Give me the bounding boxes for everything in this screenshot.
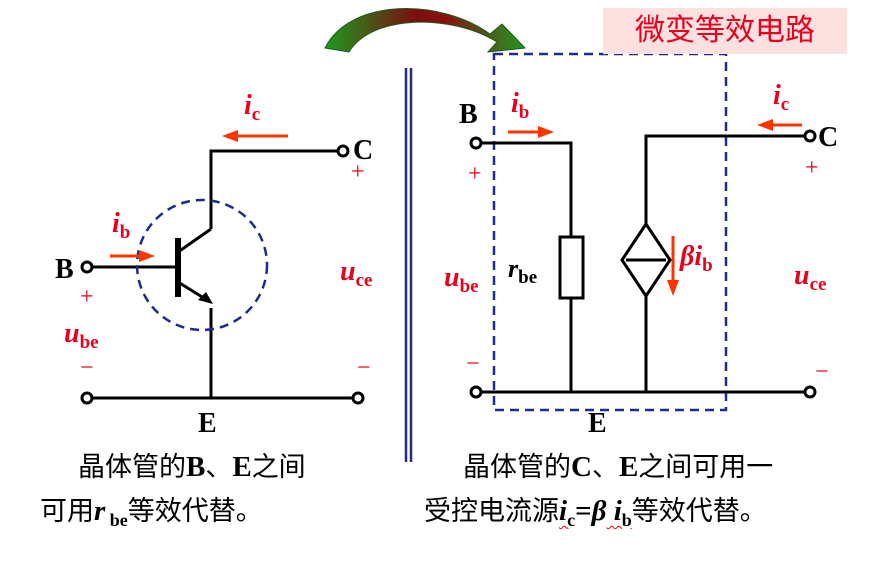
ube-label-right: ube (444, 262, 479, 297)
e-terminal-right (803, 385, 817, 399)
node-c-left: C (353, 135, 374, 166)
emitter-arrow-icon (198, 292, 213, 304)
node-e-right: E (588, 408, 607, 439)
node-c-right: C (818, 122, 839, 153)
beta-ib-arrow (667, 236, 679, 296)
plus-c-left: + (351, 159, 365, 185)
right-note-line1: 晶体管的C、E之间可用一 (463, 451, 774, 483)
minus-c-right: − (815, 359, 829, 385)
right-note-line2: 受控电流源ic=β ib等效代替。 (424, 495, 767, 530)
transistor-circuit (80, 144, 365, 405)
transistor-highlight-circle (135, 198, 269, 332)
node-e-left: E (198, 408, 217, 439)
minus-b-right: − (466, 351, 480, 377)
node-b-left: B (55, 254, 74, 285)
node-b-right: B (459, 99, 478, 130)
page-title: 微变等效电路 (603, 8, 847, 54)
equivalent-dashed-box (492, 52, 728, 412)
ib-arrow-right (508, 126, 554, 138)
uce-label-left: uce (340, 256, 373, 291)
minus-c-left: − (357, 355, 371, 381)
beta-ib-label: βib (680, 241, 713, 276)
ib-arrow-left (110, 250, 155, 262)
left-note-line2: 可用r be等效代替。 (40, 495, 263, 530)
base-terminal (80, 260, 94, 274)
collector-branch (177, 227, 212, 254)
collector-terminal (336, 144, 350, 158)
emitter-terminal-right (351, 391, 365, 405)
plus-b-right: + (468, 161, 482, 187)
b-wire (482, 141, 573, 237)
emitter-terminal-left (80, 391, 94, 405)
equivalent-circuit (469, 129, 817, 399)
ib-label-right: ib (511, 88, 530, 123)
rbe-resistor (558, 235, 585, 300)
b-terminal (469, 136, 483, 150)
ib-label-left: ib (112, 208, 131, 243)
minus-b-left: − (80, 355, 94, 381)
uce-label-right: uce (794, 260, 827, 295)
rbe-label: rbe (508, 254, 538, 288)
ic-arrow-left (222, 130, 288, 142)
plus-b-left: + (80, 284, 94, 310)
ic-label-left: ic (244, 90, 261, 125)
curved-arrow-icon (324, 8, 527, 53)
ic-arrow-right (757, 119, 802, 131)
ube-label-left: ube (64, 318, 99, 353)
plus-c-right: + (805, 155, 819, 181)
ic-label-right: ic (773, 80, 790, 115)
e-terminal-left (469, 385, 483, 399)
left-note-line1: 晶体管的B、E之间 (78, 451, 306, 483)
c-terminal (803, 129, 817, 143)
collector-wire (209, 149, 337, 192)
c-wire (644, 134, 804, 224)
